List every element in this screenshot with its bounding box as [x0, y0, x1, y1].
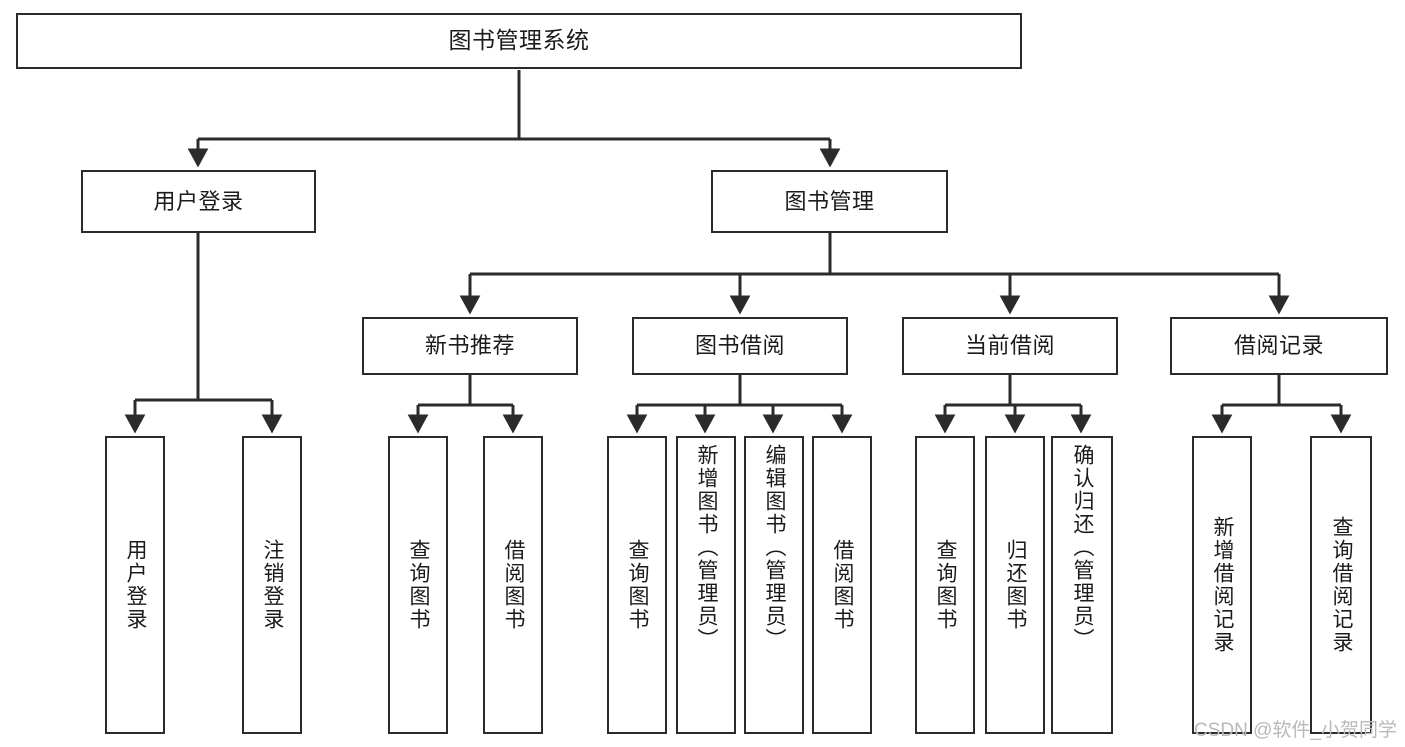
- node-leaf-confirm-return[interactable]: 确认归还（管理员）: [1051, 436, 1113, 734]
- node-leaf-user-logout[interactable]: 注销登录: [242, 436, 302, 734]
- node-root-system[interactable]: 图书管理系统: [16, 13, 1022, 69]
- node-label: 归还图书: [1004, 539, 1028, 631]
- node-label: 当前借阅: [964, 333, 1055, 359]
- node-label: 确认归还（管理员）: [1071, 444, 1095, 651]
- node-label: 图书管理: [784, 188, 875, 214]
- node-label: 用户登录: [124, 539, 148, 631]
- node-label: 编辑图书（管理员）: [763, 444, 787, 651]
- node-leaf-query-book-3[interactable]: 查询图书: [915, 436, 975, 734]
- node-label: 查询图书: [934, 539, 958, 631]
- node-label: 借阅记录: [1233, 333, 1324, 359]
- node-leaf-add-book[interactable]: 新增图书（管理员）: [676, 436, 736, 734]
- node-leaf-return-book[interactable]: 归还图书: [985, 436, 1045, 734]
- node-leaf-add-record[interactable]: 新增借阅记录: [1192, 436, 1252, 734]
- node-leaf-borrow-book-1[interactable]: 借阅图书: [483, 436, 543, 734]
- node-label: 查询图书: [626, 539, 650, 631]
- node-leaf-query-record[interactable]: 查询借阅记录: [1310, 436, 1372, 734]
- node-label: 新增借阅记录: [1211, 516, 1235, 654]
- node-current-borrow[interactable]: 当前借阅: [902, 317, 1118, 375]
- node-label: 借阅图书: [502, 539, 526, 631]
- node-label: 注销登录: [261, 539, 285, 631]
- csdn-watermark: CSDN @软件_小贺同学: [1194, 720, 1397, 741]
- node-borrow-record[interactable]: 借阅记录: [1170, 317, 1388, 375]
- node-label: 用户登录: [153, 188, 244, 214]
- node-new-book-rec[interactable]: 新书推荐: [362, 317, 578, 375]
- node-leaf-query-book-2[interactable]: 查询图书: [607, 436, 667, 734]
- node-label: 查询借阅记录: [1330, 516, 1354, 654]
- node-book-manage[interactable]: 图书管理: [711, 170, 948, 233]
- node-leaf-borrow-book-2[interactable]: 借阅图书: [812, 436, 872, 734]
- node-label: 图书管理系统: [448, 27, 590, 54]
- node-label: 图书借阅: [694, 333, 785, 359]
- node-leaf-query-book-1[interactable]: 查询图书: [388, 436, 448, 734]
- node-label: 新书推荐: [424, 333, 515, 359]
- node-user-login[interactable]: 用户登录: [81, 170, 316, 233]
- node-book-borrow[interactable]: 图书借阅: [632, 317, 848, 375]
- node-label: 新增图书（管理员）: [695, 444, 719, 651]
- node-leaf-user-login[interactable]: 用户登录: [105, 436, 165, 734]
- node-label: 查询图书: [407, 539, 431, 631]
- node-leaf-edit-book[interactable]: 编辑图书（管理员）: [744, 436, 804, 734]
- node-label: 借阅图书: [831, 539, 855, 631]
